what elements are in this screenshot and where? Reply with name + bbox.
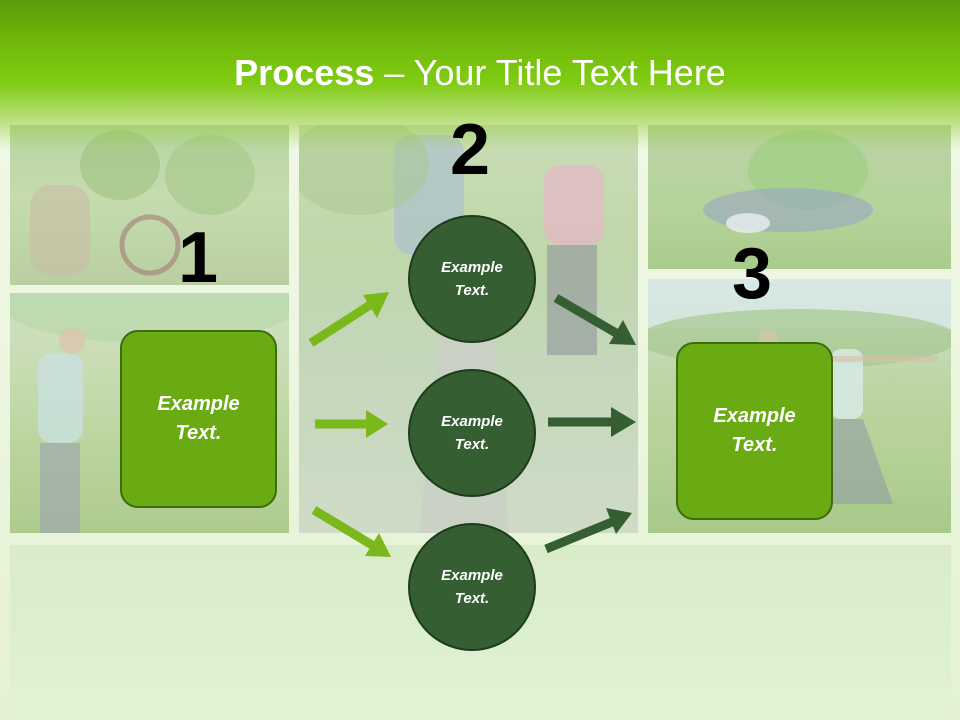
step-number-1: 1: [178, 218, 219, 298]
arrow-left-top: [308, 292, 389, 347]
arrow-left-bot: [311, 506, 391, 557]
header-band: Process – Your Title Text Here: [0, 0, 960, 150]
circle-top-text: Example Text.: [441, 259, 503, 299]
step-1-box: Example Text.: [120, 330, 277, 508]
arrow-right-top: [553, 294, 636, 345]
arrow-left-mid: [315, 410, 388, 438]
step-2-circle-bottom: Example Text.: [408, 523, 536, 651]
step-2-circle-middle: Example Text.: [408, 369, 536, 497]
arrow-right-mid: [548, 407, 636, 437]
step-number-2: 2: [450, 110, 491, 190]
circle-bottom-text: Example Text.: [441, 567, 503, 607]
step-3-box: Example Text.: [676, 342, 833, 520]
step-1-box-text: Example Text.: [157, 393, 240, 444]
step-3-box-text: Example Text.: [713, 405, 796, 456]
slide-title: Process – Your Title Text Here: [0, 52, 960, 94]
step-number-3: 3: [732, 234, 773, 314]
circle-middle-text: Example Text.: [441, 413, 503, 453]
photo-cyclists: [10, 125, 289, 285]
title-bold: Process: [234, 52, 375, 93]
step-2-circle-top: Example Text.: [408, 215, 536, 343]
title-rest: – Your Title Text Here: [374, 52, 726, 93]
arrow-right-bot: [544, 508, 632, 554]
